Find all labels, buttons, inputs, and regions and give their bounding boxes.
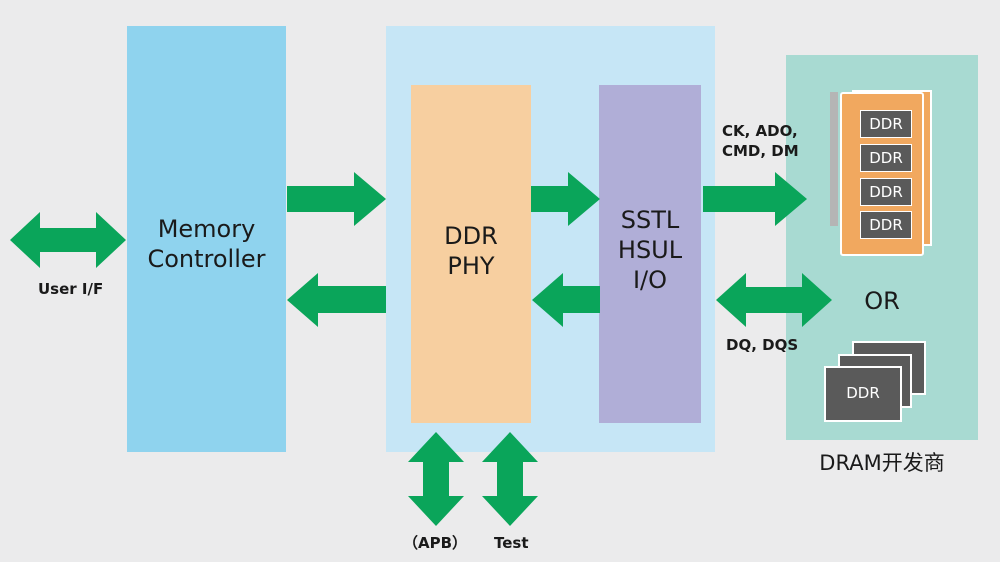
chip-stack-front: DDR xyxy=(824,366,902,422)
cmd-label: CK, ADO, CMD, DM xyxy=(722,122,799,161)
chip-stack-label: DDR xyxy=(846,384,880,402)
ddr-module: DDR DDR DDR DDR xyxy=(840,92,924,256)
dram-vendor-label: DRAM开发商 xyxy=(819,451,945,475)
cmd-label-line1: CK, ADO, xyxy=(722,122,798,140)
io-line2: HSUL xyxy=(617,236,683,264)
memory-controller-block: Memory Controller xyxy=(127,26,286,452)
module-chip-3: DDR xyxy=(860,178,912,206)
io-block: SSTL HSUL I/O xyxy=(599,85,701,423)
module-chip-1: DDR xyxy=(860,110,912,138)
io-label: SSTL HSUL I/O xyxy=(599,205,701,295)
module-chip-4: DDR xyxy=(860,211,912,239)
mc-to-phy-arrow-icon xyxy=(287,172,386,226)
ddr-phy-line1: DDR xyxy=(444,222,498,250)
user-if-label: User I/F xyxy=(38,280,104,298)
or-label: OR xyxy=(864,287,900,315)
test-label: Test xyxy=(494,534,529,552)
apb-label: （APB） xyxy=(403,534,468,552)
ddr-phy-block: DDR PHY xyxy=(411,85,531,423)
ddr-phy-line2: PHY xyxy=(447,252,495,280)
io-to-dram-arrow-icon xyxy=(703,172,807,226)
memory-controller-line1: Memory xyxy=(157,215,256,243)
memory-controller-line2: Controller xyxy=(147,245,266,273)
memory-controller-label: Memory Controller xyxy=(127,214,286,274)
io-line1: SSTL xyxy=(620,206,680,234)
user-if-double-arrow-icon xyxy=(10,212,126,268)
module-chip-2: DDR xyxy=(860,144,912,172)
ddr-module-edge xyxy=(830,92,838,226)
dq-double-arrow-icon xyxy=(716,273,832,327)
phy-to-io-arrow-icon xyxy=(531,172,600,226)
ddr-phy-label: DDR PHY xyxy=(411,221,531,281)
dq-label: DQ, DQS xyxy=(726,336,799,354)
test-double-arrow-icon xyxy=(482,432,538,526)
io-line3: I/O xyxy=(632,266,668,294)
cmd-label-line2: CMD, DM xyxy=(722,141,799,160)
apb-double-arrow-icon xyxy=(408,432,464,526)
io-to-phy-arrow-icon xyxy=(532,273,600,327)
phy-to-mc-arrow-icon xyxy=(287,273,386,327)
